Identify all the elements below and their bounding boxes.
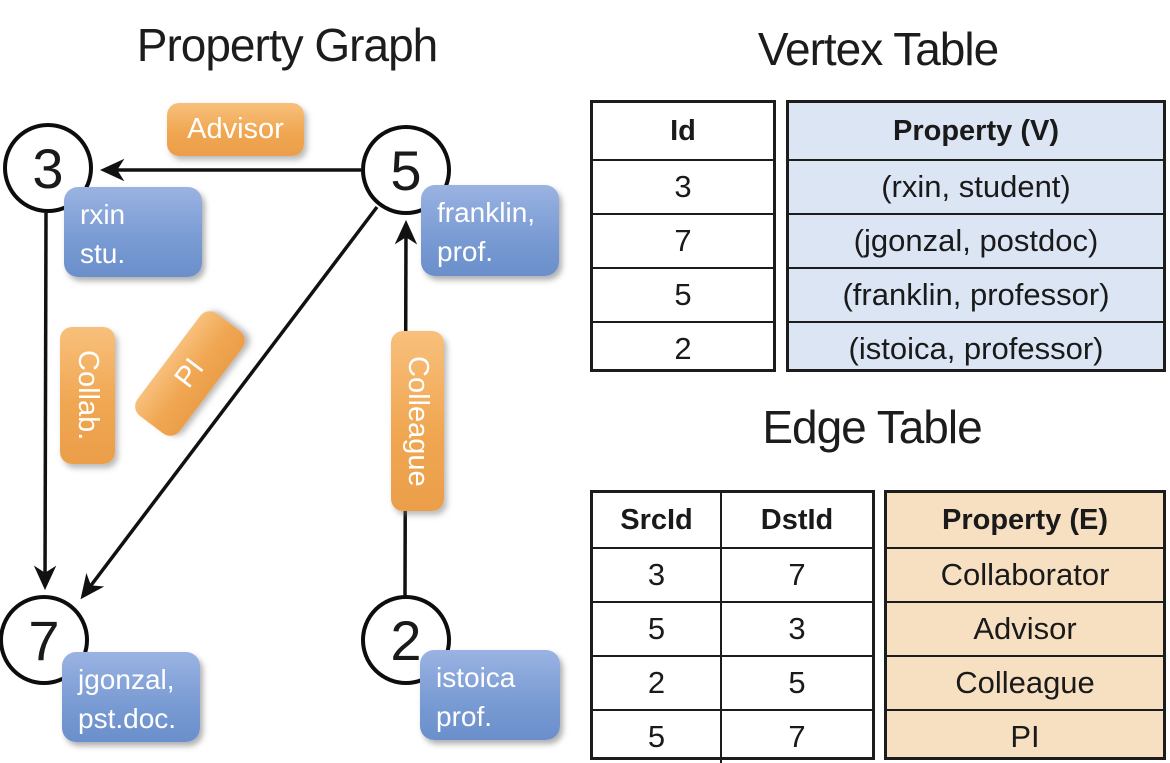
vertex-property-2-line2: prof. — [436, 701, 493, 733]
edge-label-colleague: Colleague — [391, 331, 444, 511]
vertex-table-property-header: Property (V) — [893, 114, 1059, 147]
edge-table-ids-columns: SrcId DstId 3 7 5 3 2 5 5 7 — [590, 490, 875, 763]
edge-table-srcid-cell: 2 — [593, 655, 722, 709]
edge-table-title: Edge Table — [762, 401, 982, 453]
vertex-node-3-id: 3 — [32, 136, 64, 200]
property-graph-title: Property Graph — [136, 19, 438, 71]
edge-label-collab: Collab. — [60, 327, 115, 464]
vertex-node-5: 5 — [361, 125, 451, 215]
vertex-node-7-id: 7 — [28, 608, 60, 672]
edge-table-dstid-cell: 3 — [722, 601, 872, 655]
edge-label-collab-text: Collab. — [72, 350, 104, 441]
edge-table-dstid-cell: 7 — [722, 709, 872, 763]
edge-table-property-header: Property (E) — [942, 503, 1108, 536]
vertex-table-id-cell: 2 — [593, 321, 773, 375]
edge-label-pi-text: PI — [168, 352, 211, 394]
vertex-table-title: Vertex Table — [757, 23, 999, 75]
vertex-property-7-line2: pst.doc. — [78, 703, 177, 735]
vertex-node-2: 2 — [361, 595, 451, 685]
vertex-table-property-cell: (jgonzal, postdoc) — [789, 213, 1163, 267]
edge-5-to-7 — [80, 205, 379, 600]
vertex-node-5-id: 5 — [390, 138, 422, 202]
vertex-table-property-column: Property (V) (rxin, student) (jgonzal, p… — [786, 100, 1166, 372]
vertex-table-id-column: Id 3 7 5 2 — [590, 100, 776, 372]
vertex-property-box-7: jgonzal, pst.doc. — [62, 652, 200, 742]
edge-table-property-column: Property (E) Collaborator Advisor Collea… — [884, 490, 1166, 760]
edge-table-property-cell: Collaborator — [887, 547, 1163, 601]
vertex-table-id-cell: 7 — [593, 213, 773, 267]
edge-table-property-cell: Advisor — [887, 601, 1163, 655]
vertex-table-property-cell: (rxin, student) — [789, 159, 1163, 213]
vertex-table-property-cell: (istoica, professor) — [789, 321, 1163, 375]
edge-table-srcid-cell: 5 — [593, 709, 722, 763]
edge-table-property-cell: Colleague — [887, 655, 1163, 709]
edge-label-advisor: Advisor — [167, 103, 304, 156]
vertex-table-id-cell: 5 — [593, 267, 773, 321]
edge-3-to-7 — [33, 212, 57, 591]
vertex-table-property-cell: (franklin, professor) — [789, 267, 1163, 321]
edge-label-colleague-text: Colleague — [402, 355, 434, 487]
vertex-table-id-header: Id — [670, 114, 696, 147]
vertex-property-5-line1: franklin, — [437, 197, 536, 228]
vertex-property-5-line2: prof. — [437, 236, 494, 268]
vertex-table-id-cell: 3 — [593, 159, 773, 213]
edge-table-srcid-cell: 5 — [593, 601, 722, 655]
edge-table-srcid-header: SrcId — [593, 493, 722, 547]
edge-table-dstid-header: DstId — [760, 503, 834, 536]
vertex-node-2-id: 2 — [390, 608, 422, 672]
vertex-property-box-2: istoica prof. — [420, 650, 560, 740]
vertex-property-3-line2: stu. — [80, 238, 126, 270]
edge-table-dstid-cell: 7 — [722, 547, 872, 601]
edge-table-dstid-cell: 5 — [722, 655, 872, 709]
vertex-property-box-3: rxin stu. — [64, 187, 202, 277]
vertex-property-7-line1: jgonzal, — [78, 664, 175, 695]
edge-table-srcid-cell: 3 — [593, 547, 722, 601]
edge-label-advisor-text: Advisor — [187, 113, 284, 145]
vertex-property-box-5: franklin, prof. — [421, 185, 559, 276]
vertex-property-2-line1: istoica — [436, 662, 516, 693]
edge-table-property-cell: PI — [887, 709, 1163, 763]
vertex-property-3-line1: rxin — [80, 199, 126, 230]
